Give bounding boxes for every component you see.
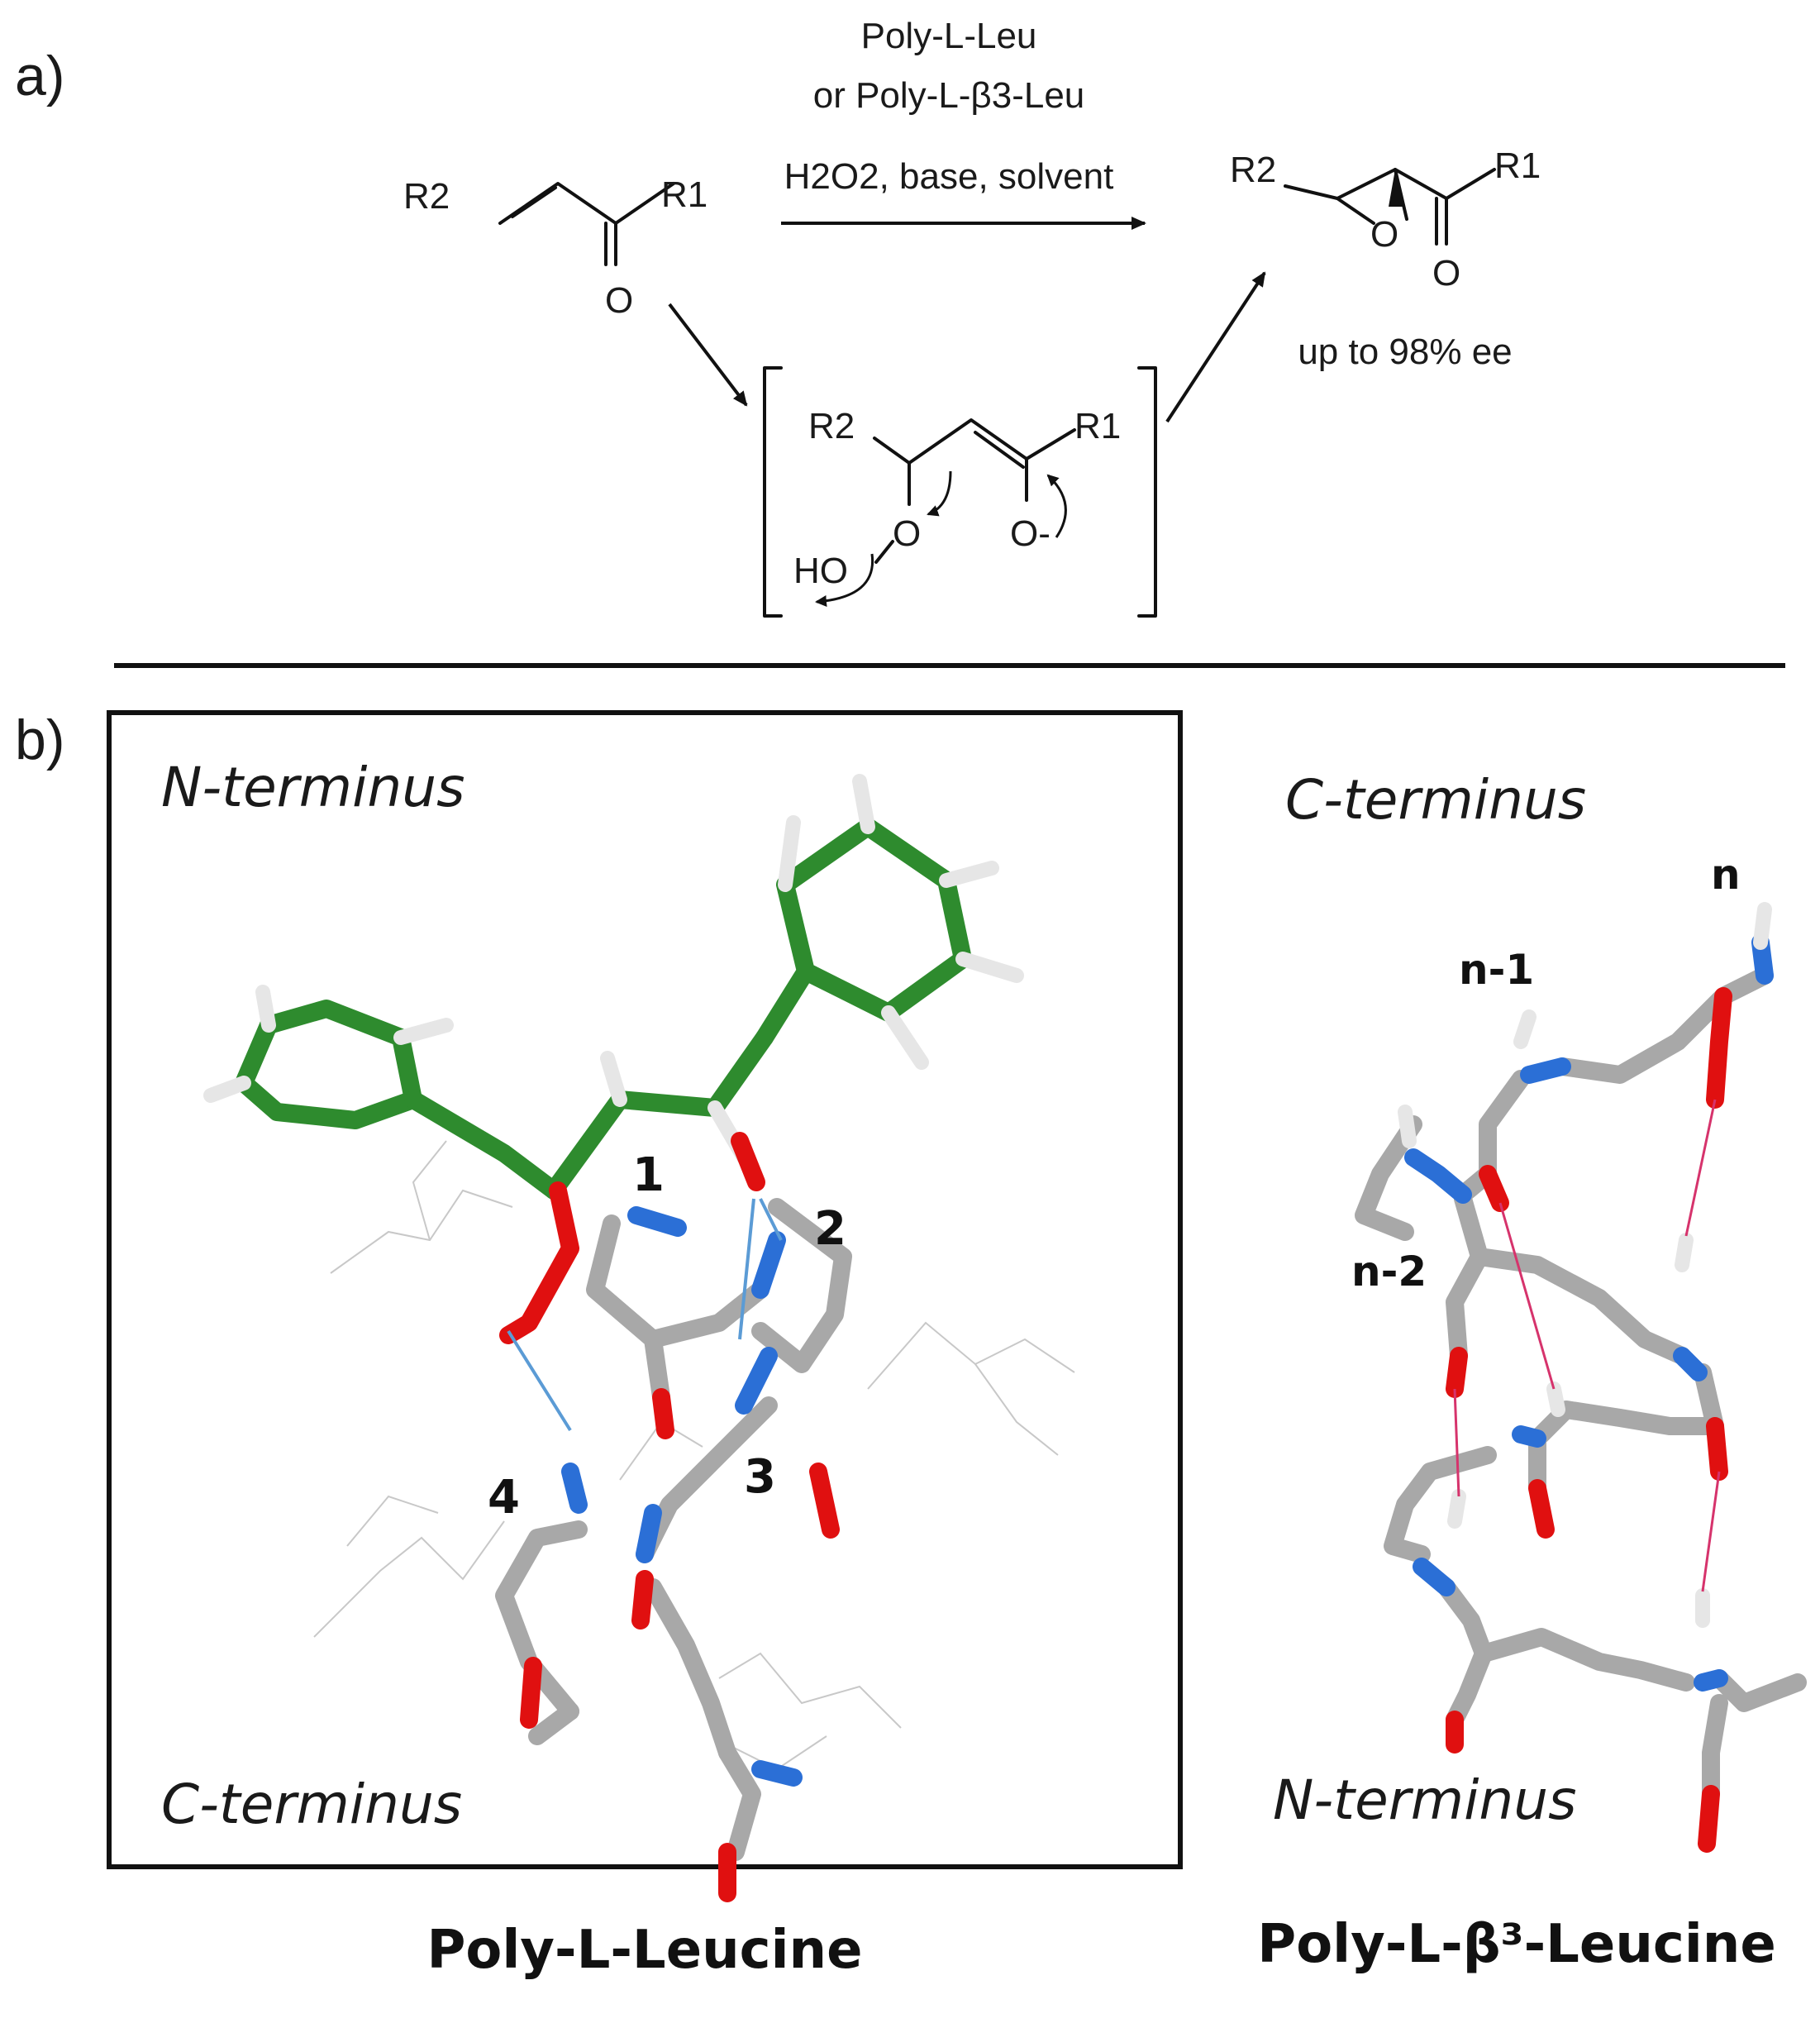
- enone-backbone: [498, 182, 675, 225]
- epoxide-structure: R2 O O R1 up to 98% ee: [1230, 146, 1541, 372]
- intermediate-structure: R2 R1 O- O HO: [763, 366, 1157, 618]
- enone-o-label: O: [605, 280, 633, 321]
- epoxide-wedge: [1389, 169, 1405, 207]
- residue-label-n-1: n-1: [1459, 946, 1534, 994]
- epoxide-r1-label: R1: [1494, 146, 1541, 186]
- enone-structure: R2 R1 O: [403, 174, 708, 321]
- arrow-to-intermediate: [668, 303, 748, 407]
- reaction-conditions: H2O2, base, solvent: [784, 156, 1114, 197]
- hbond-number-2: 2: [814, 1202, 846, 1256]
- reagent-line-2: or Poly-L-β3-Leu: [813, 75, 1085, 116]
- intermediate-r2-label: R2: [808, 406, 855, 446]
- hbond-number-4: 4: [488, 1471, 520, 1525]
- poly-leu-wireframe: [313, 1140, 1075, 1771]
- poly-beta-leu-oxygens: [1446, 987, 1732, 1853]
- ee-text: up to 98% ee: [1298, 332, 1512, 372]
- poly-leu-bottom-label: C-terminus: [161, 1773, 462, 1836]
- poly-leu-frame: [107, 710, 1183, 1869]
- poly-beta-leu-hydrogens: [1398, 902, 1772, 1628]
- epoxide-carbonyl: [1435, 197, 1448, 246]
- intermediate-o-minus: O-: [1010, 513, 1051, 554]
- poly-beta-leu-bottom-label: N-terminus: [1273, 1768, 1576, 1832]
- enone-r2-label: R2: [403, 176, 450, 217]
- panel-b-label: b): [15, 709, 64, 771]
- curved-arrow-1: [927, 470, 952, 517]
- curved-arrow-2: [1046, 474, 1067, 538]
- poly-leu-top-label: N-terminus: [161, 756, 465, 819]
- poly-beta-leu-top-label: C-terminus: [1285, 768, 1586, 832]
- enone-double-bond: [511, 186, 557, 218]
- intermediate-double-bond: [974, 431, 1025, 469]
- arrow-to-product: [1165, 271, 1266, 423]
- intermediate-o: O: [893, 513, 921, 554]
- bracket-left: [763, 366, 783, 618]
- hbond-number-1: 1: [632, 1148, 665, 1202]
- poly-leu-caption: Poly-L-Leucine: [426, 1920, 862, 1981]
- poly-beta-leu-hbonds: [1453, 1099, 1721, 1592]
- residue-label-n: n: [1711, 851, 1741, 899]
- intermediate-ho: HO: [793, 551, 848, 591]
- poly-beta-leu-caption: Poly-L-β³-Leucine: [1257, 1914, 1775, 1975]
- epoxide-r2-label: R2: [1230, 150, 1276, 190]
- bracket-right: [1137, 366, 1157, 618]
- epoxide-ring-o: O: [1370, 214, 1398, 255]
- intermediate-r1-bond: [1025, 428, 1076, 460]
- hbond-number-3: 3: [744, 1450, 776, 1504]
- panel-b: b) N-terminus C-terminus: [15, 709, 1807, 1981]
- poly-leu-nitrogens: [561, 1206, 803, 1787]
- curved-arrow-3: [815, 553, 874, 608]
- intermediate-oo-bond: [874, 540, 894, 564]
- poly-leu-peptide-sticks: [495, 1198, 852, 1861]
- poly-leu-substrate-sticks: [235, 818, 972, 1200]
- residue-label-n-2: n-2: [1351, 1248, 1427, 1296]
- enone-r1-label: R1: [661, 174, 708, 215]
- poly-leu-oxygens: [499, 1132, 840, 1902]
- intermediate-r1-label: R1: [1074, 406, 1121, 446]
- panel-a: a) R2 R1 O Poly-L-Leu or Poly-L-β3-Leu H…: [15, 16, 1541, 618]
- epoxide-carbonyl-o: O: [1432, 253, 1460, 293]
- panel-a-label: a): [15, 45, 64, 107]
- reagent-line-1: Poly-L-Leu: [861, 16, 1037, 56]
- poly-beta-leu-peptide-sticks: [1355, 966, 1807, 1803]
- epoxide-backbone: [1284, 168, 1496, 200]
- intermediate-backbone: [873, 418, 1028, 465]
- poly-leu-hbonds: [507, 1198, 783, 1432]
